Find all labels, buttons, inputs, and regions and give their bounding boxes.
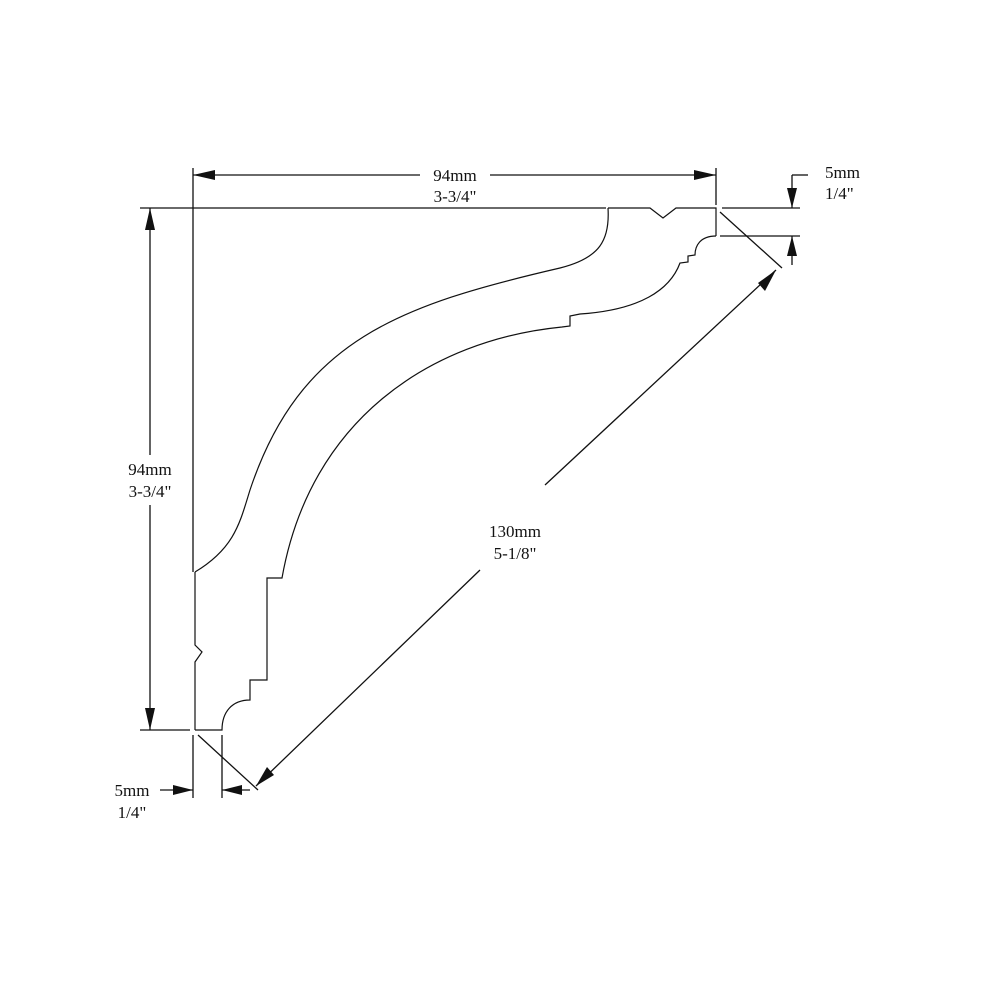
bottom-offset-metric: 5mm <box>115 781 150 800</box>
diagonal-metric: 130mm <box>489 522 541 541</box>
profile-inner-curve <box>195 235 717 731</box>
bottom-offset-imperial: 1/4" <box>118 803 147 822</box>
dimension-bottom-offset: 5mm 1/4" <box>115 781 250 822</box>
profile-top-edge <box>608 207 717 236</box>
dimension-top-offset: 5mm 1/4" <box>787 163 860 265</box>
extension-lines <box>140 168 800 798</box>
top-width-metric: 94mm <box>433 166 476 185</box>
top-offset-imperial: 1/4" <box>825 184 854 203</box>
dimension-left-height: 94mm 3-3/4" <box>128 208 172 730</box>
top-offset-metric: 5mm <box>825 163 860 182</box>
diagonal-imperial: 5-1/8" <box>494 544 537 563</box>
top-width-imperial: 3-3/4" <box>434 187 477 206</box>
profile-outer-curve <box>194 207 609 573</box>
profile-back-edges <box>194 572 203 730</box>
moulding-profile <box>194 207 717 731</box>
dimension-top-width: 94mm 3-3/4" <box>193 166 716 206</box>
dimension-diagonal: 130mm 5-1/8" <box>255 269 777 787</box>
left-height-metric: 94mm <box>128 460 171 479</box>
left-height-imperial: 3-3/4" <box>129 482 172 501</box>
